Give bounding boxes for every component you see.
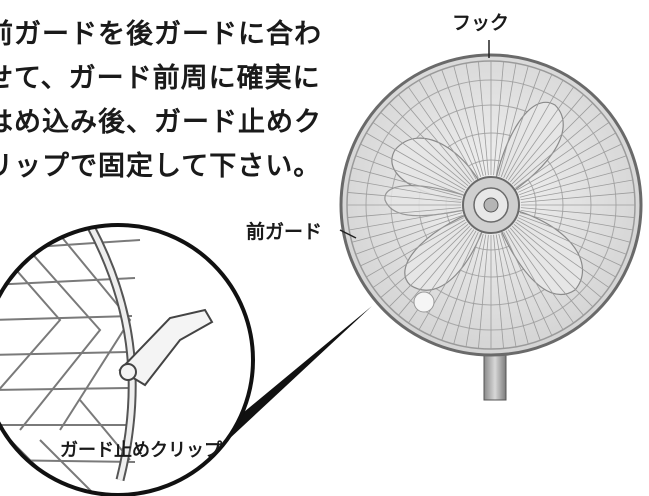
guard-clip-label: ガード止めクリップ: [60, 440, 222, 461]
front-guard-leader-line: [339, 229, 357, 239]
instruction-line-4: リップで固定して下さい。: [0, 151, 322, 182]
guard-spoke-wire: [516, 219, 616, 278]
guard-spoke-wire: [398, 94, 473, 183]
guard-spoke-wire: [347, 207, 462, 218]
instruction-line-1: 前ガードを後ガードに合わ: [0, 19, 322, 50]
guard-spoke-wire: [360, 217, 464, 267]
guard-spoke-wire: [505, 80, 564, 180]
guard-spoke-wire: [418, 80, 477, 180]
guard-spoke-wire: [366, 219, 466, 278]
guard-spoke-wire: [388, 225, 471, 308]
guard-spoke-wire: [513, 112, 602, 187]
guard-spoke-wire: [503, 74, 553, 178]
guard-spoke-wire: [351, 212, 463, 243]
instruction-line-2: せて、ガード前周に確実に: [0, 63, 321, 94]
fan-guard-spokes: [347, 61, 635, 349]
guard-spoke-wire: [509, 94, 584, 183]
guard-spoke-wire: [515, 221, 610, 288]
guard-spoke-wire: [516, 132, 616, 191]
guard-spoke-wire: [349, 179, 462, 201]
guard-spoke-wire: [429, 74, 479, 178]
guard-spoke-wire: [495, 63, 517, 176]
guard-spoke-wire: [388, 102, 471, 185]
guard-spoke-wire: [465, 234, 487, 347]
guard-spoke-wire: [380, 112, 469, 187]
guard-spoke-wire: [500, 69, 541, 177]
guard-spoke-wire: [519, 155, 627, 196]
guard-spoke-wire: [429, 232, 479, 336]
guard-spoke-wire: [360, 143, 464, 193]
guard-spoke-wire: [507, 86, 574, 181]
guard-spoke-wire: [478, 234, 489, 349]
fan-hub: [462, 176, 520, 234]
guard-badge: [413, 291, 435, 313]
guard-spoke-wire: [498, 65, 529, 177]
guard-spoke-wire: [355, 214, 463, 255]
zoom-callout-pointer: [228, 306, 372, 440]
guard-spoke-wire: [453, 233, 484, 345]
guard-spoke-wire: [465, 63, 487, 176]
guard-spoke-wire: [498, 233, 529, 345]
guard-spoke-wire: [398, 227, 473, 316]
hook-label: フック: [452, 12, 510, 34]
guard-spoke-wire: [520, 179, 633, 201]
guard-spoke-wire: [513, 223, 602, 298]
guard-spoke-wire: [519, 214, 627, 255]
guard-spoke-wire: [478, 61, 489, 176]
instruction-line-3: はめ込み後、ガード止めク: [0, 107, 322, 138]
guard-spoke-wire: [380, 223, 469, 298]
guard-spoke-wire: [505, 230, 564, 330]
guard-spoke-wire: [355, 155, 463, 196]
guard-spoke-wire: [441, 69, 482, 177]
guard-spoke-wire: [500, 233, 541, 341]
guard-spoke-wire: [408, 86, 475, 181]
guard-spoke-wire: [372, 122, 467, 189]
guard-spoke-wire: [511, 102, 594, 185]
guard-spoke-wire: [519, 212, 631, 243]
guard-clip-shape: [118, 308, 214, 387]
guard-spoke-wire: [493, 234, 504, 349]
guard-spoke-wire: [349, 209, 462, 231]
guard-spoke-wire: [519, 167, 631, 198]
guard-spoke-wire: [453, 65, 484, 177]
guard-spoke-wire: [515, 122, 610, 189]
guard-spoke-wire: [503, 232, 553, 336]
guard-spoke-wire: [495, 234, 517, 347]
guard-spoke-wire: [509, 227, 584, 316]
front-guard-label: 前ガード: [246, 221, 323, 243]
guard-spoke-wire: [511, 225, 594, 308]
guard-spoke-wire: [418, 230, 477, 330]
zoom-circle-border: [0, 223, 255, 496]
guard-spoke-wire: [441, 233, 482, 341]
guard-spoke-wire: [518, 143, 622, 193]
instruction-text: 前ガードを後ガードに合わ せて、ガード前周に確実に はめ込み後、ガード止めク リ…: [0, 14, 360, 214]
guard-spoke-wire: [366, 132, 466, 191]
guard-spoke-wire: [507, 229, 574, 324]
guard-spoke-wire: [372, 221, 467, 288]
guard-spoke-wire: [520, 209, 633, 231]
guard-spoke-wire: [520, 207, 635, 218]
guard-spoke-wire: [520, 192, 635, 203]
guard-spoke-wire: [493, 61, 504, 176]
guard-spoke-wire: [347, 192, 462, 203]
guard-spoke-wire: [518, 217, 622, 267]
guard-spoke-wire: [351, 167, 463, 198]
